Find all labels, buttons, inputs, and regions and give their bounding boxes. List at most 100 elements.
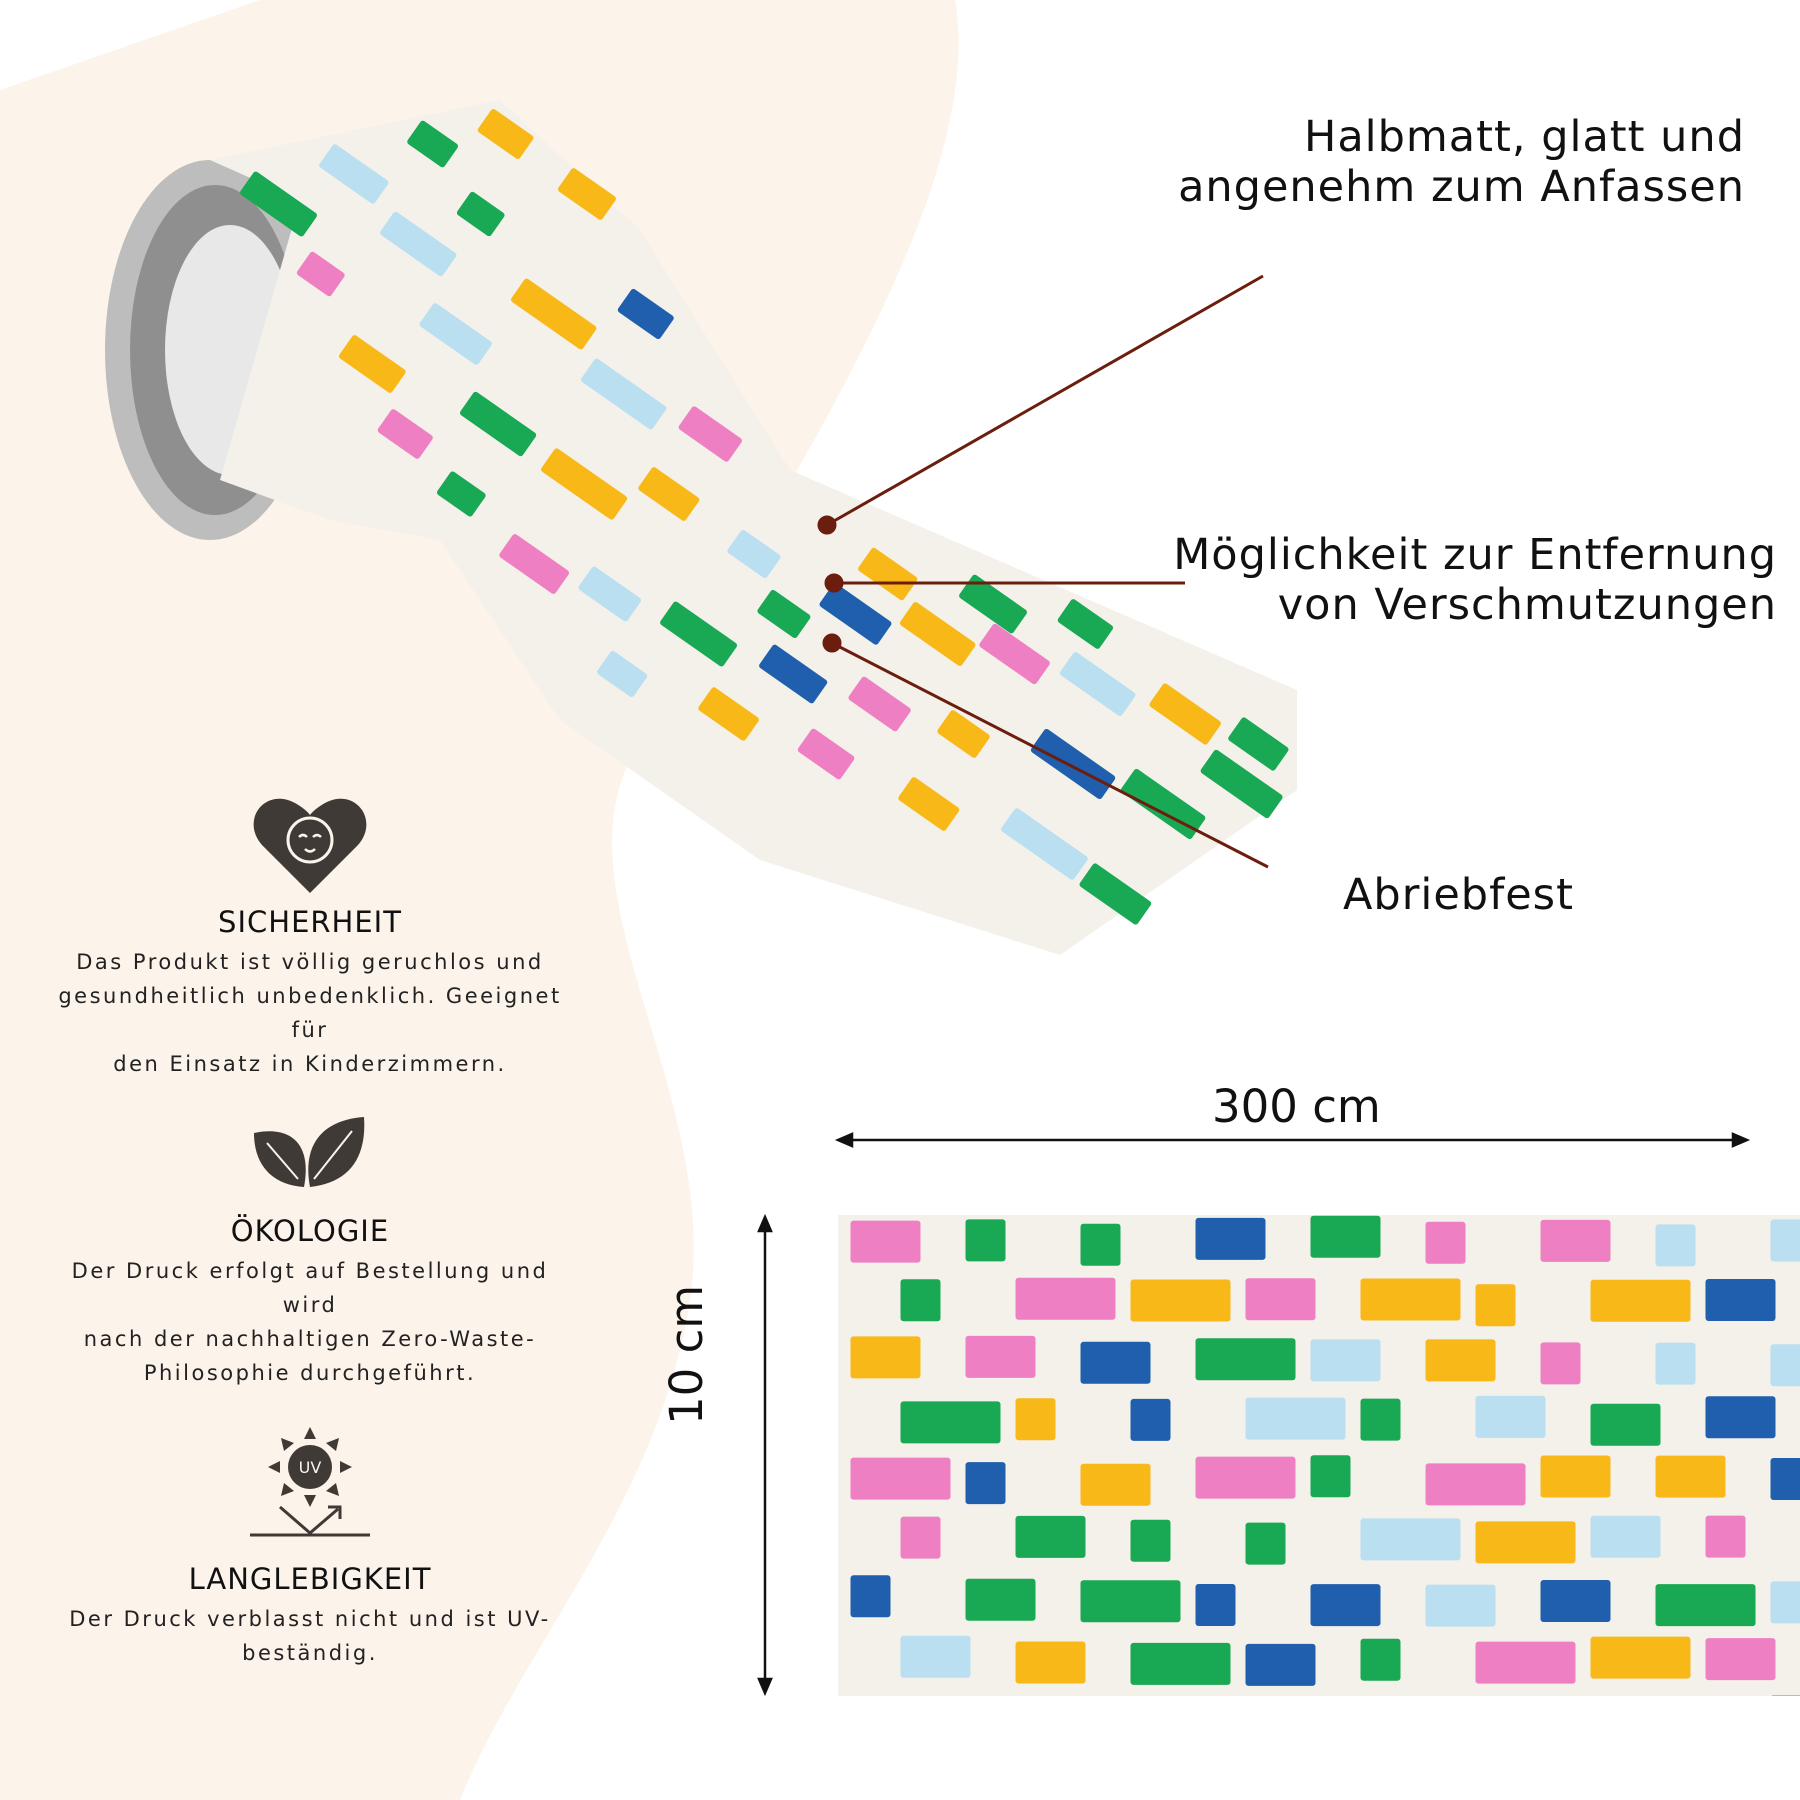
brick-shape — [240, 171, 317, 237]
brick-shape — [296, 251, 345, 297]
brick-shape — [1245, 1397, 1346, 1440]
feature-safety-title: SICHERHEIT — [218, 905, 402, 939]
brick-shape — [1475, 1395, 1546, 1438]
brick-shape — [477, 109, 534, 159]
brick-shape — [437, 471, 486, 517]
brick-shape — [460, 391, 537, 457]
baby-heart-icon — [253, 798, 367, 893]
feature-ecology: ÖKOLOGIE Der Druck erfolgt auf Bestellun… — [40, 1214, 580, 1390]
callout-cleaning-line1: Möglichkeit zur Entfernung — [1173, 530, 1777, 580]
brick-shape — [1590, 1515, 1661, 1558]
desc-line: Philosophie durchgeführt. — [143, 1361, 477, 1385]
brick-shape — [1080, 1223, 1121, 1266]
brick-shape — [1540, 1579, 1611, 1622]
brick-shape — [759, 644, 828, 704]
brick-shape — [1655, 1584, 1756, 1627]
brick-shape — [1120, 768, 1206, 840]
desc-line: nach der nachhaltigen Zero-Waste- — [83, 1327, 537, 1351]
feature-ecology-description: Der Druck erfolgt auf Bestellung und wir… — [40, 1254, 580, 1390]
brick-shape — [1425, 1221, 1466, 1264]
brick-shape — [1195, 1456, 1296, 1499]
brick-shape — [1059, 652, 1136, 716]
desc-line: Das Produkt ist völlig geruchlos und — [76, 950, 544, 974]
brick-shape — [1310, 1339, 1381, 1382]
brick-shape — [1130, 1519, 1171, 1562]
desc-line: Der Druck erfolgt auf Bestellung und wir… — [71, 1259, 549, 1317]
callout-lines — [817, 274, 1269, 869]
brick-shape — [1425, 1463, 1526, 1506]
brick-shape — [959, 574, 1027, 634]
brick-shape — [1311, 1697, 1411, 1739]
feature-ecology-title: ÖKOLOGIE — [230, 1214, 390, 1248]
height-label: 10 cm — [660, 1284, 713, 1425]
brick-shape — [965, 1578, 1036, 1621]
brick-shape — [1425, 1584, 1496, 1627]
width-dimension-arrow — [834, 1132, 1751, 1148]
brick-shape — [1590, 1636, 1691, 1679]
brick-shape — [1079, 863, 1152, 925]
brick-shape — [965, 1219, 1006, 1262]
brick-shape — [1015, 1641, 1086, 1684]
brick-shape — [1425, 1339, 1496, 1382]
brick-shape — [1360, 1638, 1401, 1681]
brick-shape — [850, 1575, 891, 1618]
brick-shape — [900, 1401, 1001, 1444]
brick-shape — [1705, 1638, 1776, 1681]
brick-shape — [1475, 1284, 1516, 1327]
brick-shape — [581, 358, 667, 430]
brick-shape — [1001, 808, 1088, 880]
brick-shape — [660, 601, 738, 667]
feature-durability-description: Der Druck verblasst nicht und ist UV- be… — [40, 1602, 580, 1670]
brick-shape — [965, 1462, 1006, 1505]
brick-shape — [1149, 683, 1221, 745]
brick-shape — [1475, 1521, 1576, 1564]
width-label: 300 cm — [1212, 1080, 1381, 1133]
brick-shape — [1655, 1455, 1726, 1498]
desc-line: beständig. — [242, 1641, 378, 1665]
desc-line: den Einsatz in Kinderzimmern. — [113, 1052, 507, 1076]
brick-shape — [511, 278, 597, 350]
brick-shape — [1590, 1403, 1661, 1446]
brick-shape — [1195, 1583, 1236, 1626]
brick-shape — [1705, 1515, 1746, 1558]
brick-shape — [1195, 1338, 1296, 1381]
brick-shape — [1310, 1215, 1381, 1258]
brick-shape — [380, 211, 457, 277]
brick-shape — [1130, 1279, 1231, 1322]
brick-shape — [1656, 1699, 1696, 1741]
brick-shape — [900, 1279, 941, 1322]
brick-shape — [797, 728, 855, 780]
flat-strip-preview — [838, 1215, 1800, 1744]
leaves-icon — [254, 1117, 365, 1187]
brick-shape — [1541, 1697, 1581, 1739]
brick-shape — [851, 1700, 951, 1742]
brick-shape — [898, 777, 960, 831]
callout-finish-line2: angenehm zum Anfassen — [1178, 162, 1745, 212]
brick-shape — [499, 534, 570, 594]
desc-line: Der Druck verblasst nicht und ist UV- — [69, 1607, 551, 1631]
feature-safety: SICHERHEIT Das Produkt ist völlig geruch… — [40, 905, 580, 1081]
brick-shape — [1245, 1278, 1316, 1321]
brick-shape — [899, 602, 976, 666]
brick-shape — [698, 687, 759, 741]
brick-shape — [319, 144, 389, 204]
brick-shape — [900, 1516, 941, 1559]
brick-shape — [1030, 729, 1116, 799]
brick-shape — [558, 168, 616, 220]
brick-shape — [1245, 1522, 1286, 1565]
brick-shape — [578, 566, 641, 622]
brick-shape — [850, 1220, 921, 1263]
brick-shape — [1705, 1396, 1776, 1439]
uv-sun-icon: UV — [250, 1427, 370, 1537]
brick-shape — [1081, 1702, 1121, 1744]
brick-shape — [1360, 1398, 1401, 1441]
brick-shape — [1196, 1701, 1296, 1743]
brick-shape — [1771, 1695, 1800, 1696]
brick-shape — [1310, 1455, 1351, 1498]
brick-shape — [757, 589, 811, 639]
brick-shape — [678, 406, 742, 462]
brick-shape — [1228, 717, 1289, 771]
desc-line: gesundheitlich unbedenklich. Geeignet fü… — [58, 984, 562, 1042]
brick-shape — [1770, 1344, 1800, 1387]
